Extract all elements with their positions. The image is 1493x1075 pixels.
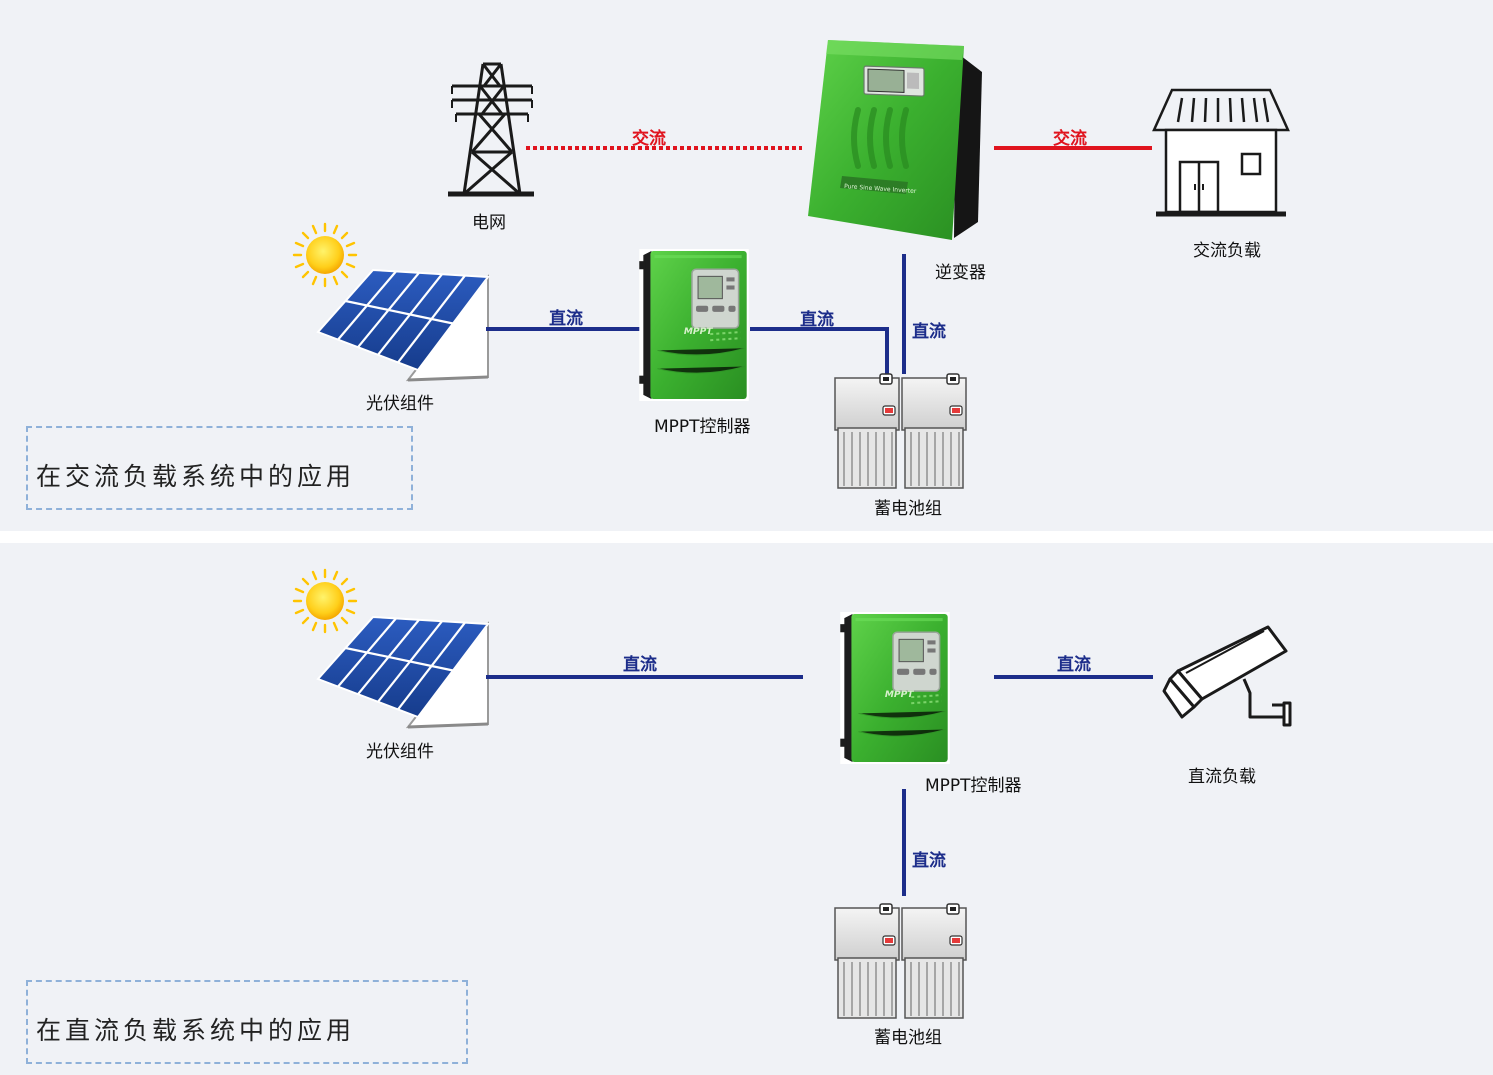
- house-icon: [1152, 88, 1290, 217]
- battery-label: 蓄电池组: [874, 499, 942, 519]
- mppt-controller-icon: [638, 247, 750, 403]
- ac-link-grid-inverter: [526, 146, 802, 150]
- transmission-tower-icon: [448, 62, 534, 197]
- grid-label: 电网: [472, 213, 506, 233]
- dc-link-controller-load-label: 直流: [1057, 655, 1091, 675]
- battery-icon: [834, 373, 967, 489]
- dc-system-caption: 在直流负载系统中的应用: [36, 1016, 356, 1045]
- ac-load-diagram-panel: 电网 交流 Pure Sine Wave Inverter 逆变器 交流: [0, 0, 1493, 531]
- dc-load-diagram-panel: 光伏组件 直流 MPPT控制器 直流 直流负载 直流 蓄电池组 在直流负载系统中…: [0, 543, 1493, 1075]
- dc-link-inverter-battery-label: 直流: [912, 322, 946, 342]
- mppt-controller-icon: [839, 610, 951, 766]
- controller-label: MPPT控制器: [925, 776, 1022, 796]
- pv-label: 光伏组件: [366, 742, 434, 762]
- ac-load-label: 交流负载: [1193, 241, 1261, 261]
- solar-panel-icon: [316, 615, 490, 729]
- dc-link-pv-controller: [486, 675, 803, 679]
- ac-link-inverter-load: [994, 146, 1152, 150]
- dc-link-controller-battery-label: 直流: [800, 310, 834, 330]
- dc-link-inverter-battery: [902, 254, 906, 374]
- dc-link-pv-controller-label: 直流: [623, 655, 657, 675]
- ac-caption-frame: [26, 426, 413, 510]
- dc-load-label: 直流负载: [1188, 767, 1256, 787]
- ac-system-caption: 在交流负载系统中的应用: [36, 462, 356, 491]
- solar-panel-icon: [316, 268, 490, 382]
- controller-label: MPPT控制器: [654, 417, 751, 437]
- dc-caption-frame: [26, 980, 468, 1064]
- inverter-label: 逆变器: [935, 263, 986, 283]
- dc-link-controller-load: [994, 675, 1153, 679]
- pv-label: 光伏组件: [366, 394, 434, 414]
- security-camera-icon: [1162, 625, 1292, 727]
- dc-link-controller-battery: [750, 327, 889, 374]
- battery-label: 蓄电池组: [874, 1028, 942, 1048]
- dc-link-controller-battery: [902, 789, 906, 896]
- inverter-icon: Pure Sine Wave Inverter: [808, 40, 982, 240]
- dc-link-controller-battery-label: 直流: [912, 851, 946, 871]
- dc-link-pv-controller-label: 直流: [549, 309, 583, 329]
- battery-icon: [834, 903, 967, 1019]
- ac-link-inverter-load-label: 交流: [1053, 129, 1087, 149]
- ac-link-grid-inverter-label: 交流: [632, 129, 666, 149]
- dc-link-pv-controller: [486, 327, 645, 331]
